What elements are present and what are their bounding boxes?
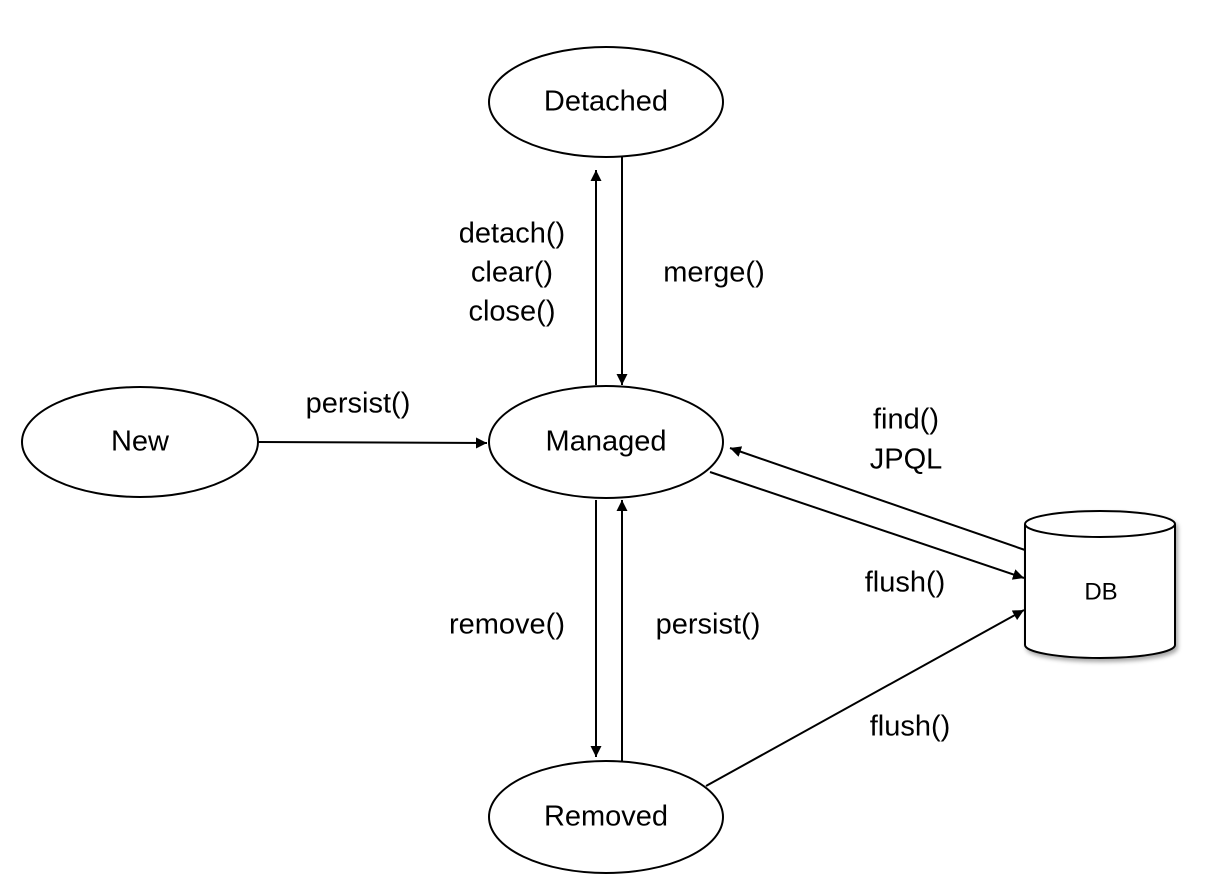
edge-db-to-managed — [729, 446, 1026, 551]
label-flush-removed: flush() — [870, 711, 951, 743]
label-detach: detach() — [459, 218, 565, 250]
node-managed: Managed — [488, 385, 724, 499]
node-db — [1024, 510, 1176, 659]
edge-managed-to-db — [709, 471, 1025, 580]
db-cylinder-top — [1024, 510, 1176, 538]
label-flush-managed: flush() — [865, 567, 946, 599]
label-persist-new: persist() — [306, 388, 411, 420]
node-db-label: DB — [1084, 578, 1117, 605]
label-merge: merge() — [663, 257, 765, 289]
db-cylinder-body — [1024, 524, 1176, 659]
label-persist-removed: persist() — [656, 609, 761, 641]
edge-removed-to-db — [705, 609, 1025, 787]
node-removed: Removed — [488, 760, 724, 874]
node-detached-label: Detached — [544, 86, 668, 118]
label-find-ops: find() JPQL — [870, 404, 943, 476]
label-remove: remove() — [449, 609, 565, 641]
label-close: close() — [468, 296, 555, 328]
label-detach-ops: detach() clear() close() — [459, 218, 565, 328]
label-clear: clear() — [471, 257, 553, 289]
node-managed-label: Managed — [546, 426, 667, 458]
node-removed-label: Removed — [544, 801, 668, 833]
node-new-label: New — [111, 426, 170, 458]
node-detached: Detached — [488, 46, 724, 158]
node-new: New — [21, 386, 259, 498]
label-jpql: JPQL — [870, 444, 943, 476]
edge-new-to-managed — [257, 437, 488, 449]
label-find: find() — [873, 404, 939, 436]
